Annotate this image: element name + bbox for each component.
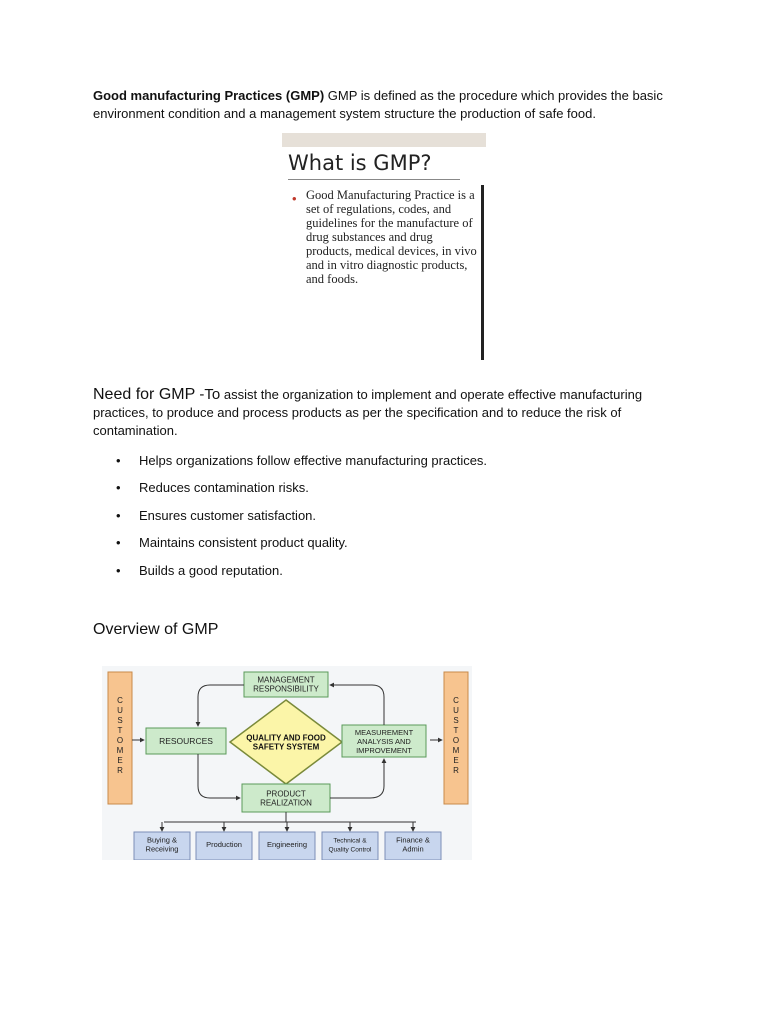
department-label: Engineering <box>267 840 307 849</box>
need-to: -To <box>195 386 221 403</box>
customer-bar-left <box>107 671 133 805</box>
slide-bullet-icon: • <box>292 191 297 206</box>
arrow-resources-to-product <box>197 754 241 801</box>
diagram-text-line: Technical & <box>333 838 367 845</box>
bullet-icon: • <box>116 535 121 551</box>
what-is-gmp-slide: What is GMP? • Good Manufacturing Practi… <box>282 133 486 375</box>
department-box <box>133 831 191 860</box>
diagram-text-line: QUALITY AND FOOD <box>246 734 326 743</box>
department-label: Production <box>206 840 242 849</box>
customer-letter-left: C <box>117 696 123 705</box>
customer-letter-left: S <box>117 716 122 725</box>
list-item-text: Ensures customer satisfaction. <box>139 507 317 523</box>
list-item: • Maintains consistent product quality. <box>116 533 487 560</box>
list-item: • Reduces contamination risks. <box>116 478 487 505</box>
diagram-text-line: ANALYSIS AND <box>357 737 411 746</box>
diagram-text-line: PRODUCT <box>266 790 306 799</box>
bullet-icon: • <box>116 562 121 578</box>
department-label: Finance &Admin <box>396 836 430 854</box>
department-box <box>195 831 253 860</box>
slide-bullet-text: Good Manufacturing Practice is a set of … <box>306 188 477 286</box>
resources-box <box>145 727 227 755</box>
intro-term: Good manufacturing Practices (GMP) <box>93 88 325 103</box>
list-item: • Ensures customer satisfaction. <box>116 506 487 533</box>
department-label: Buying &Receiving <box>146 836 179 854</box>
customer-letter-left: T <box>118 726 123 735</box>
diagram-text-line: Production <box>206 840 242 849</box>
customer-letter-left: O <box>117 736 123 745</box>
diagram-text-line: RESPONSIBILITY <box>253 685 319 694</box>
customer-letter-right: C <box>453 696 459 705</box>
slide-title: What is GMP? <box>288 151 432 175</box>
list-item-text: Helps organizations follow effective man… <box>139 453 488 468</box>
department-box <box>258 831 316 860</box>
customer-letter-right: O <box>453 736 459 745</box>
slide-title-underline <box>288 179 460 180</box>
department-box <box>321 831 379 860</box>
customer-letter-right: U <box>453 706 459 715</box>
diagram-text-line: IMPROVEMENT <box>356 746 412 755</box>
customer-letter-right: S <box>453 716 458 725</box>
department-box <box>384 831 442 860</box>
customer-bar-right <box>443 671 469 805</box>
bullet-icon: • <box>116 480 121 496</box>
slide-top-bar <box>282 133 486 147</box>
diagram-text-line: Engineering <box>267 840 307 849</box>
intro-paragraph: Good manufacturing Practices (GMP) GMP i… <box>93 87 683 123</box>
customer-letter-left: M <box>117 746 124 755</box>
diagram-text-line: REALIZATION <box>260 799 312 808</box>
department-label: Technical & Quality Control <box>329 838 373 854</box>
department-boxes: Buying &Receiving Production Engineering Te… <box>133 822 442 860</box>
diagram-text-line: SAFETY SYSTEM <box>253 743 320 752</box>
customer-letter-right: E <box>453 756 458 765</box>
customer-letter-left: U <box>117 706 123 715</box>
bullet-icon: • <box>116 507 121 523</box>
arrow-measurement-to-management <box>329 682 385 725</box>
list-item-text: Builds a good reputation. <box>139 562 283 578</box>
arrow-product-to-measurement <box>330 758 387 799</box>
customer-letter-left: R <box>117 766 123 775</box>
customer-letter-right: T <box>454 726 459 735</box>
slide-side-bar <box>481 185 484 360</box>
product-realization-box <box>241 783 331 813</box>
measurement-box <box>341 724 427 758</box>
list-item-text: Maintains consistent product quality. <box>139 535 348 551</box>
need-heading: Need for GMP <box>93 386 196 403</box>
diagram-text-line: MEASUREMENT <box>355 728 414 737</box>
customer-letter-left: E <box>117 756 122 765</box>
overview-heading: Overview of GMP <box>93 621 219 638</box>
diagram-text-line: MANAGEMENT <box>257 676 314 685</box>
diagram-text-line: Buying & <box>147 836 177 845</box>
need-text: assist the organization to implement and… <box>93 387 643 438</box>
arrow-management-to-resources <box>195 684 244 727</box>
customer-letter-right: R <box>453 766 459 775</box>
resources-label: RESOURCES <box>159 736 213 746</box>
diagram-text-line: Receiving <box>146 845 179 854</box>
list-item: • Helps organizations follow effective ma… <box>116 451 487 478</box>
intro-definition: GMP is defined as the procedure which pr… <box>93 88 663 121</box>
diagram-text-line: Quality Control <box>329 847 373 854</box>
list-item: • Builds a good reputation. <box>116 561 487 588</box>
customer-letter-right: M <box>453 746 460 755</box>
diagram-text-line: Admin <box>402 845 423 854</box>
bullet-icon: • <box>116 453 121 468</box>
benefits-list: • Helps organizations follow effective ma… <box>116 451 487 588</box>
diagram-text-line: Finance & <box>396 836 430 845</box>
list-item-text: Reduces contamination risks. <box>139 480 309 496</box>
need-paragraph: Need for GMP -To assist the organization… <box>93 386 683 440</box>
